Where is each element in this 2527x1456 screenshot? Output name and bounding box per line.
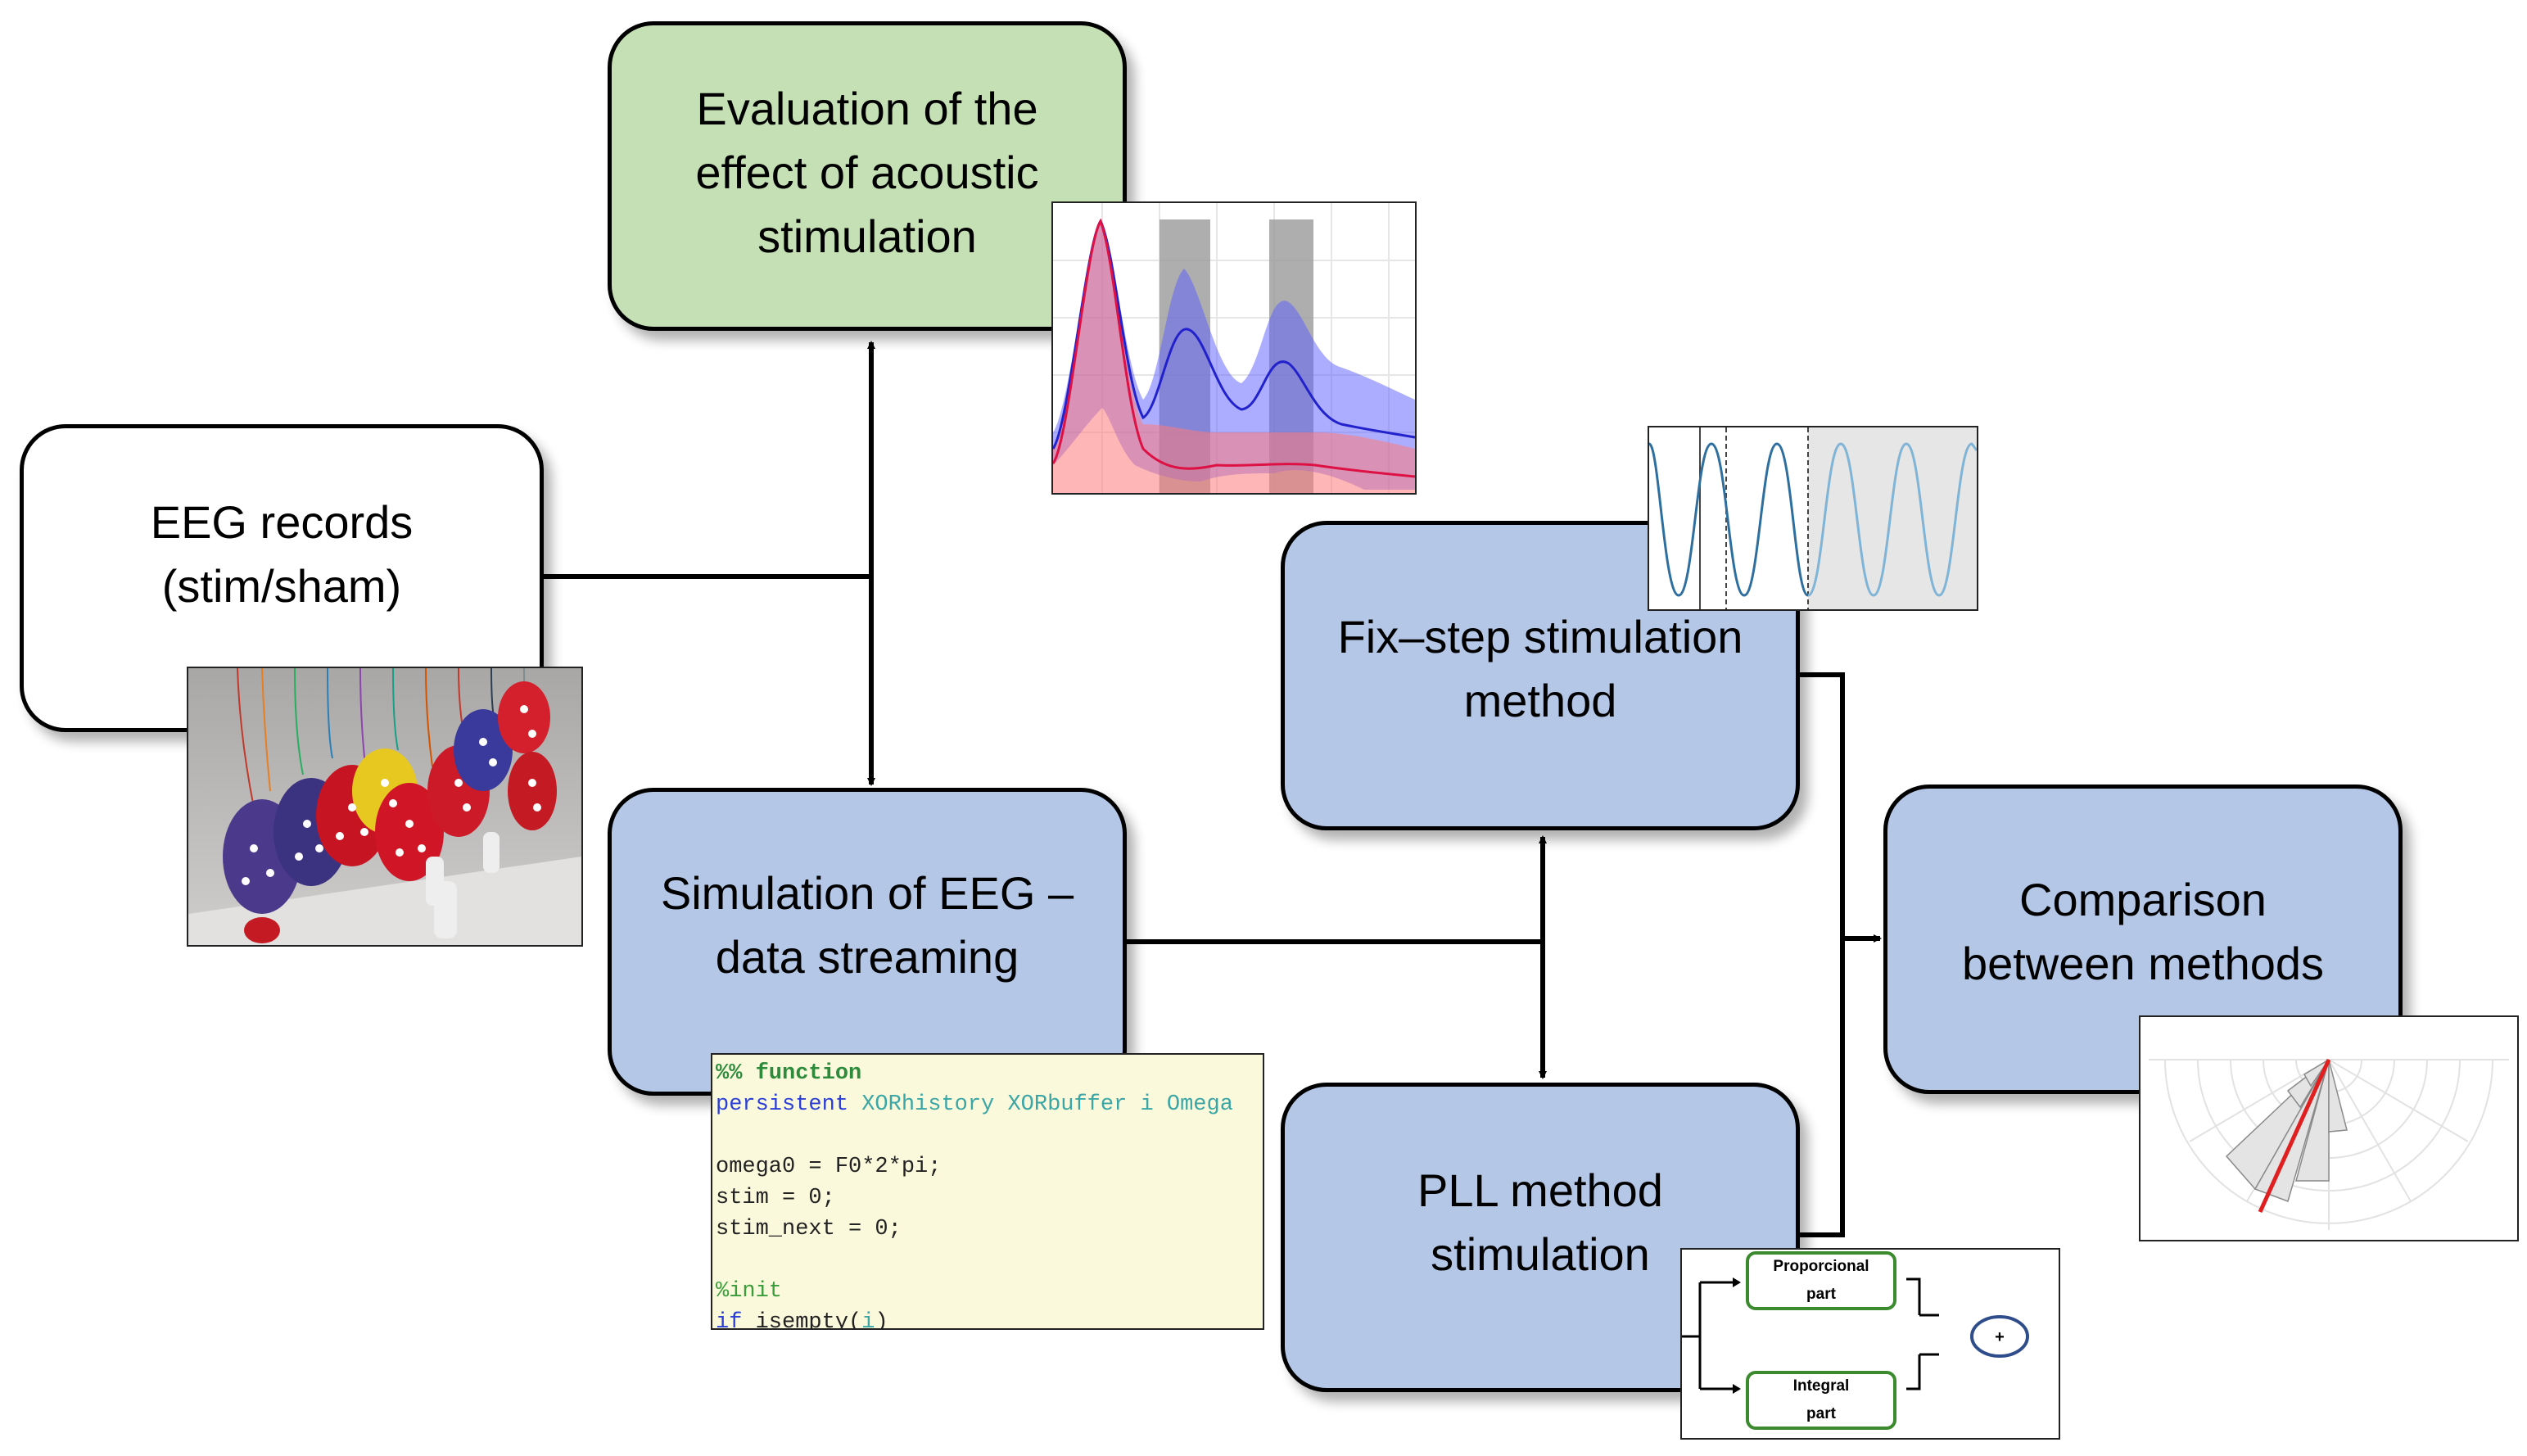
sine-wave-predicted bbox=[1807, 442, 1977, 597]
comparison-label: Comparison between methods bbox=[1961, 874, 2325, 989]
pll-block-diagram: Proporcional part Integral part + bbox=[1680, 1248, 2060, 1440]
blue-confidence-band bbox=[1053, 219, 1415, 490]
code-persistent-vars: XORhistory XORbuffer i Omega bbox=[848, 1092, 1233, 1117]
integral-label-1: Integral bbox=[1793, 1377, 1850, 1395]
polar-bin-6 bbox=[2303, 1059, 2330, 1087]
red-mean-curve bbox=[1053, 218, 1415, 478]
simulation-label: Simulation of EEG – data streaming bbox=[660, 867, 1074, 983]
code-persistent-keyword: persistent bbox=[716, 1092, 849, 1117]
code-line-init: %init bbox=[716, 1279, 783, 1304]
code-snippet: %% function persistent XORhistory XORbuf… bbox=[711, 1053, 1264, 1330]
red-confidence-band bbox=[1053, 223, 1415, 493]
proportional-block bbox=[1746, 1251, 1896, 1310]
simulation-box: Simulation of EEG – data streaming bbox=[608, 788, 1127, 1096]
proportional-label-1: Proporcional bbox=[1773, 1258, 1869, 1275]
evaluation-label: Evaluation of the effect of acoustic sti… bbox=[695, 83, 1039, 262]
polar-bin-4 bbox=[2328, 1059, 2348, 1133]
erp-chart-thumbnail bbox=[1051, 201, 1417, 495]
eeg-caps-svg bbox=[188, 668, 581, 945]
polar-bin-2 bbox=[2254, 1059, 2330, 1202]
integral-label-2: part bbox=[1806, 1405, 1837, 1422]
proportional-label-2: part bbox=[1806, 1286, 1837, 1303]
erp-chart-svg bbox=[1053, 203, 1415, 493]
polar-histogram-thumbnail bbox=[2139, 1015, 2519, 1241]
fix-step-label: Fix–step stimulation method bbox=[1337, 611, 1743, 726]
sine-wave-thumbnail bbox=[1648, 426, 1978, 611]
code-comment-prefix: %% bbox=[716, 1061, 756, 1086]
code-var-i: i bbox=[861, 1310, 875, 1330]
polar-histogram-svg bbox=[2149, 1058, 2509, 1230]
eeg-caps-photo bbox=[187, 667, 583, 947]
code-if-keyword: if bbox=[716, 1310, 743, 1330]
code-line-omega: omega0 = F0*2*pi; bbox=[716, 1155, 942, 1179]
eeg-records-label: EEG records (stim/sham) bbox=[150, 496, 414, 612]
integral-block bbox=[1746, 1371, 1896, 1430]
sine-wave-svg bbox=[1649, 427, 1977, 609]
code-line-stim: stim = 0; bbox=[716, 1186, 835, 1210]
mean-phase-vector bbox=[2258, 1058, 2331, 1214]
code-close-paren: ) bbox=[875, 1310, 888, 1330]
sine-wave-observed bbox=[1649, 442, 1810, 597]
code-isempty: isempty( bbox=[742, 1310, 862, 1330]
pll-diagram-svg: Proporcional part Integral part + bbox=[1682, 1251, 2029, 1430]
evaluation-box: Evaluation of the effect of acoustic sti… bbox=[608, 21, 1127, 331]
sum-symbol: + bbox=[1995, 1328, 2005, 1346]
code-function-keyword: function bbox=[755, 1061, 862, 1086]
code-line-stim-next: stim_next = 0; bbox=[716, 1217, 902, 1241]
pll-label: PLL method stimulation bbox=[1417, 1164, 1663, 1280]
sum-junction bbox=[1970, 1315, 2029, 1358]
